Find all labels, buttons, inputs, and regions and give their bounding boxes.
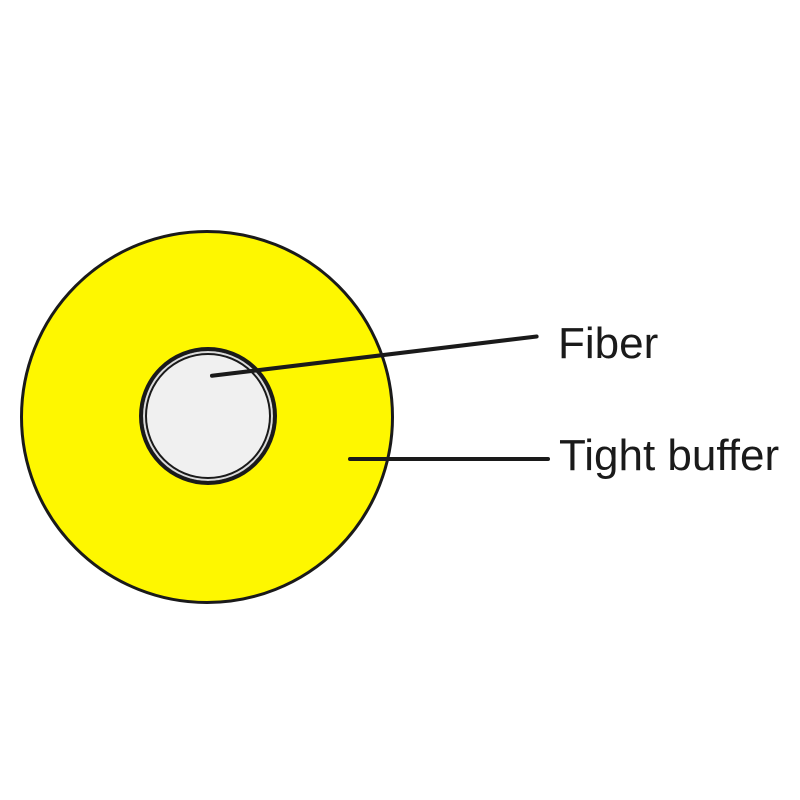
- fiber-label: Fiber: [558, 319, 659, 368]
- tight-buffer-label: Tight buffer: [559, 431, 780, 480]
- tight-buffer-leader-line: [348, 457, 550, 461]
